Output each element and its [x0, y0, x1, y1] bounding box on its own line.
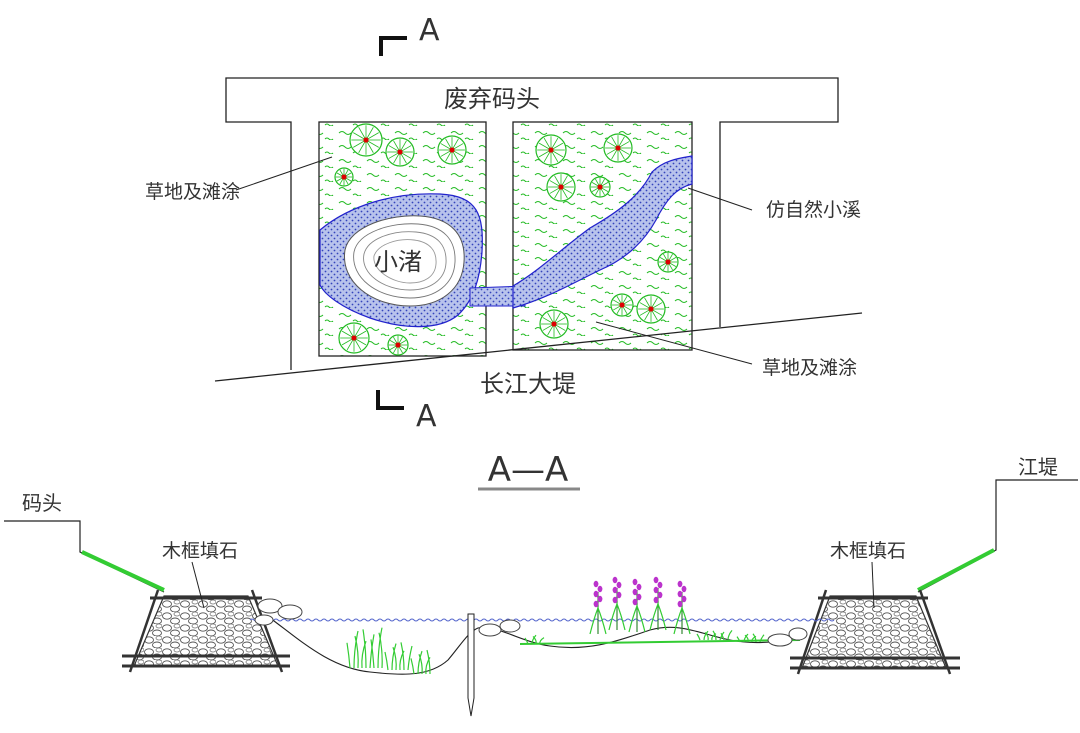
tree-symbol [535, 134, 567, 166]
right-bank-label: 江堤 [1018, 455, 1058, 479]
tree-symbol [387, 334, 409, 356]
section-letter-bottom: A [416, 399, 437, 434]
tree-symbol [437, 135, 467, 165]
section-marker-bottom [376, 390, 404, 410]
tree-symbol [539, 309, 569, 339]
tree-symbol [589, 176, 611, 198]
levee-label: 长江大堤 [480, 370, 576, 398]
tree-symbol [657, 251, 679, 273]
section-view: A—A 码头 江堤 木框填石 木框填石 [4, 450, 1078, 717]
boulders [254, 598, 808, 647]
leader-grass-left [235, 156, 333, 191]
leader-creek [687, 187, 753, 211]
islet-label: 小渚 [374, 248, 422, 276]
bank-grass-mid [519, 639, 801, 645]
crib-right-label: 木框填石 [830, 540, 906, 562]
bank-grass-right [917, 548, 995, 592]
water-surface-line [249, 618, 835, 622]
reed-clump [524, 634, 545, 645]
creek-label: 仿自然小溪 [766, 199, 861, 221]
creek-water [512, 155, 693, 309]
flower-plant [673, 580, 691, 635]
crib-left [122, 589, 290, 673]
timber-stake [467, 613, 475, 717]
leader-crib-right [871, 561, 875, 609]
tree-symbol [338, 322, 370, 354]
dock-bank-left [4, 520, 165, 593]
reed-clump [346, 627, 383, 669]
section-title: A—A [488, 450, 569, 490]
reed-clump [384, 642, 413, 671]
tree-symbol [349, 123, 383, 157]
leader-crib-left [191, 561, 205, 609]
section-letter-top: A [419, 13, 440, 48]
section-marker-top [379, 36, 407, 56]
flower-plant [589, 580, 607, 635]
islet-contours [344, 215, 465, 307]
flower-plant [608, 576, 626, 631]
flower-plant [628, 578, 646, 633]
bank-grass-left [81, 550, 165, 592]
reed-clump [736, 633, 765, 643]
grass-left-label: 草地及滩涂 [145, 181, 240, 203]
reed-clump [410, 649, 431, 675]
tree-symbols [334, 123, 679, 356]
tree-symbol [603, 133, 633, 163]
left-bank-label: 码头 [22, 491, 62, 515]
crib-left-label: 木框填石 [162, 540, 238, 562]
plan-view: A 废弃码头 长江大堤 小渚 草地及滩涂 仿自然小溪 草地 [145, 13, 863, 434]
tree-symbol [610, 293, 634, 317]
tree-symbol [385, 137, 415, 167]
reed-plants [346, 627, 765, 675]
leader-grass-right [595, 321, 753, 365]
dock-title: 废弃码头 [444, 85, 540, 113]
levee-line [214, 312, 863, 382]
flower-plant [649, 576, 667, 631]
tree-symbol [636, 294, 666, 324]
tree-symbol [546, 172, 576, 202]
grass-right-label: 草地及滩涂 [762, 357, 857, 379]
reed-clump [696, 630, 733, 641]
crib-right [790, 589, 960, 675]
dock-outline [225, 77, 839, 370]
flowering-plants [589, 576, 691, 635]
connecting-channel [469, 285, 526, 307]
tree-symbol [334, 167, 354, 187]
